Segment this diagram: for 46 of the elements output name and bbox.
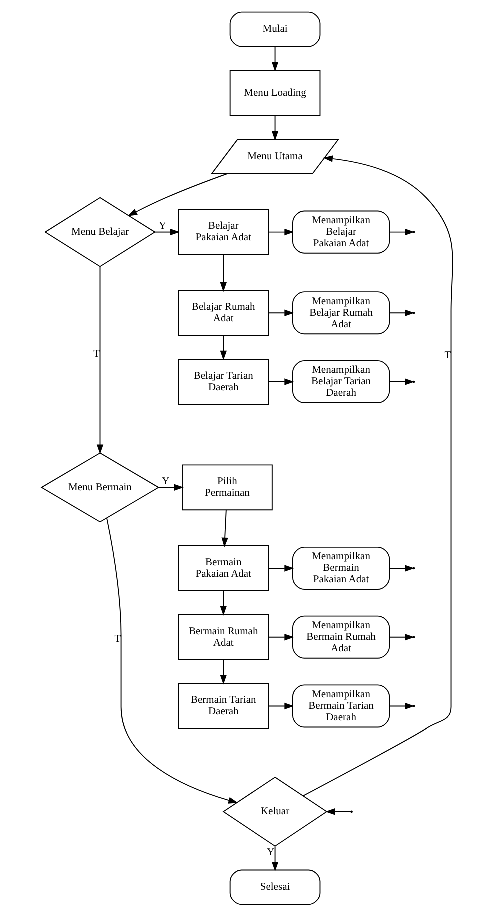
node-diamond: Menu Belajar (44, 197, 156, 268)
arrow (220, 254, 226, 292)
arrow (220, 659, 226, 685)
arrow (268, 634, 294, 641)
node-diamond: Menu Bermain (40, 452, 160, 523)
edge-label: Y (162, 476, 170, 488)
edge-label: Y (266, 847, 274, 858)
arrow (271, 115, 278, 141)
arrow (268, 310, 294, 316)
node-box: Bermain Rumah Adat (178, 614, 269, 660)
node-box: Pilih Permainan (182, 464, 272, 511)
arrow (154, 228, 180, 236)
edge-label: T (93, 348, 100, 360)
arrow (220, 335, 226, 360)
arrow (271, 846, 278, 872)
arrow (268, 702, 294, 710)
arrow (302, 156, 453, 797)
node-box: Menampilkan Bermain Rumah Adat (292, 616, 390, 659)
node-box: Menampilkan Bermain Pakaian Adat (292, 546, 390, 590)
arrow (325, 808, 351, 816)
arrow (268, 378, 294, 386)
edge-label: T (444, 350, 451, 362)
node-box: Menampilkan Bermain Tarian Daerah (292, 684, 390, 728)
node-box: Selesai (229, 870, 320, 906)
arrow (271, 46, 278, 72)
node-box: Menu Loading (229, 70, 320, 116)
arrow (96, 266, 104, 454)
arrow (221, 510, 228, 548)
node-box: Bermain Pakaian Adat (178, 546, 269, 592)
node-box: Mulai (229, 12, 320, 48)
arrow (268, 228, 294, 236)
edge-label: T (114, 634, 121, 646)
arrow (268, 565, 294, 572)
node-box: Menampilkan Belajar Rumah Adat (292, 292, 390, 335)
arrow (158, 484, 184, 492)
node-box: Belajar Tarian Daerah (178, 359, 269, 405)
node-box: Bermain Tarian Daerah (178, 683, 269, 730)
node-box: Belajar Pakaian Adat (178, 209, 269, 256)
arrow (127, 174, 228, 216)
node-box: Menampilkan Belajar Tarian Daerah (292, 360, 390, 404)
node-box: Menampilkan Belajar Pakaian Adat (292, 210, 390, 254)
edge-label: Y (158, 221, 166, 232)
node-box: Belajar Rumah Adat (178, 290, 269, 336)
arrow (106, 518, 238, 804)
node-diamond: Keluar (222, 776, 328, 847)
arrow (220, 590, 226, 616)
